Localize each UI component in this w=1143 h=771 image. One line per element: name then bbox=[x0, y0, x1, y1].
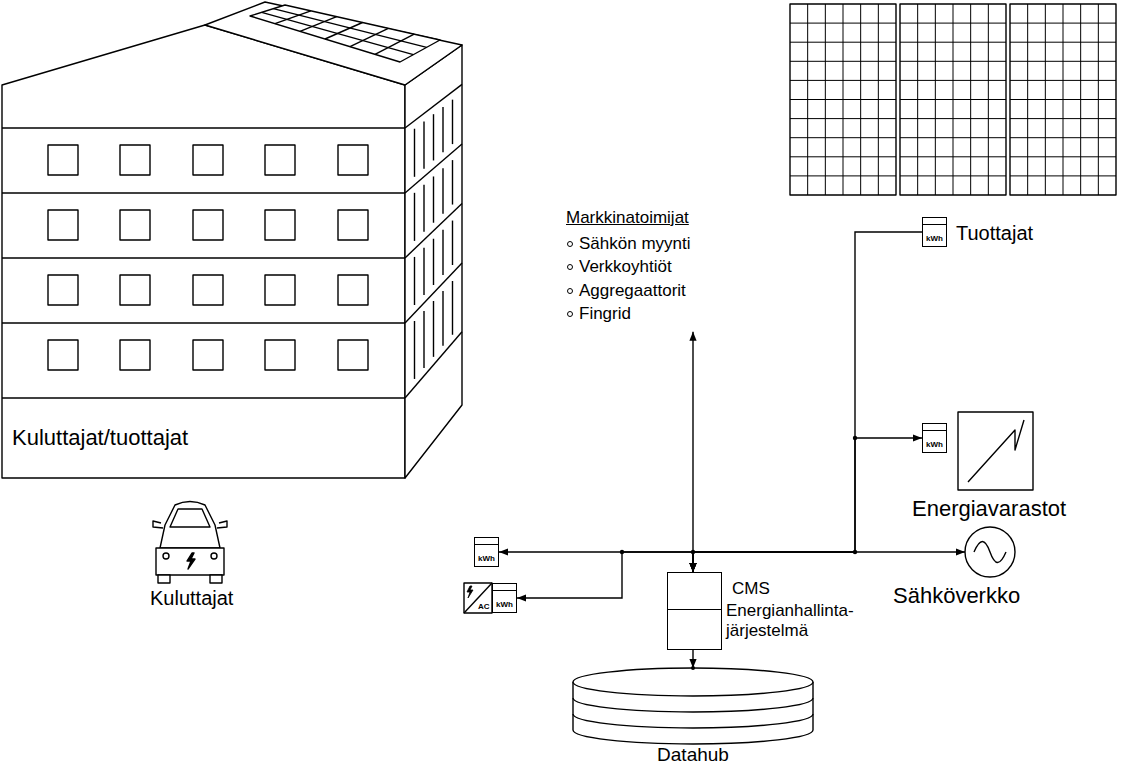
car-node: Kuluttajat bbox=[150, 495, 230, 585]
market-actors: MarkkinatoimijatSähkön myyntiVerkkoyhtiö… bbox=[566, 208, 697, 328]
connector bbox=[693, 232, 922, 572]
node-label: Energiavarastot bbox=[912, 496, 1066, 521]
cms-box: CMSEnergianhallinta- järjestelmä bbox=[667, 572, 722, 650]
node-label: kWh bbox=[923, 234, 946, 243]
node-label: Kuluttajat bbox=[150, 587, 233, 610]
building-side bbox=[405, 45, 462, 478]
building-front bbox=[2, 25, 405, 478]
connector bbox=[499, 552, 693, 572]
energy-meter: kWh bbox=[922, 423, 947, 453]
energy-meter: kWh bbox=[492, 583, 517, 613]
node-label: Kuluttajat/tuottajat bbox=[12, 425, 188, 450]
solar-panels bbox=[790, 4, 1116, 195]
storage-symbol bbox=[958, 412, 1033, 490]
list-item: Fingrid bbox=[566, 304, 697, 324]
connector bbox=[693, 552, 965, 572]
list-item: Sähkön myynti bbox=[566, 234, 697, 254]
node-label: Datahub bbox=[573, 744, 813, 766]
group-heading: Markkinatoimijat bbox=[566, 208, 697, 228]
connector bbox=[692, 650, 693, 668]
electric-car bbox=[153, 502, 227, 584]
storage-node: Energiavarastot bbox=[958, 412, 1033, 490]
node-label: Sähköverkko bbox=[893, 583, 1020, 608]
node-label: kWh bbox=[493, 600, 516, 609]
list-item: Verkkoyhtiöt bbox=[566, 257, 697, 277]
building-node: Kuluttajat/tuottajat bbox=[2, 85, 405, 478]
list-item: Aggregaattorit bbox=[566, 281, 697, 301]
node-label: kWh bbox=[923, 440, 946, 449]
node-label: Energianhallinta- järjestelmä bbox=[726, 601, 876, 640]
energy-meter: kWh bbox=[474, 537, 499, 567]
node-label: kWh bbox=[475, 554, 498, 563]
datahub-node: Datahub bbox=[573, 668, 813, 744]
node-label: Tuottajat bbox=[956, 222, 1033, 245]
connector bbox=[692, 332, 693, 572]
energy-meter: kWh bbox=[922, 217, 947, 247]
roof-solar-panel bbox=[250, 5, 440, 62]
grid-symbol bbox=[965, 527, 1015, 577]
solar-node: Tuottajat bbox=[790, 4, 1116, 195]
building-roof bbox=[205, 2, 462, 85]
inverter-symbol bbox=[464, 583, 492, 613]
grid-node: Sähköverkko bbox=[965, 527, 1015, 577]
symbol-label: AC bbox=[478, 603, 490, 611]
database-cylinder bbox=[573, 668, 813, 744]
node-label: CMS bbox=[732, 579, 770, 599]
